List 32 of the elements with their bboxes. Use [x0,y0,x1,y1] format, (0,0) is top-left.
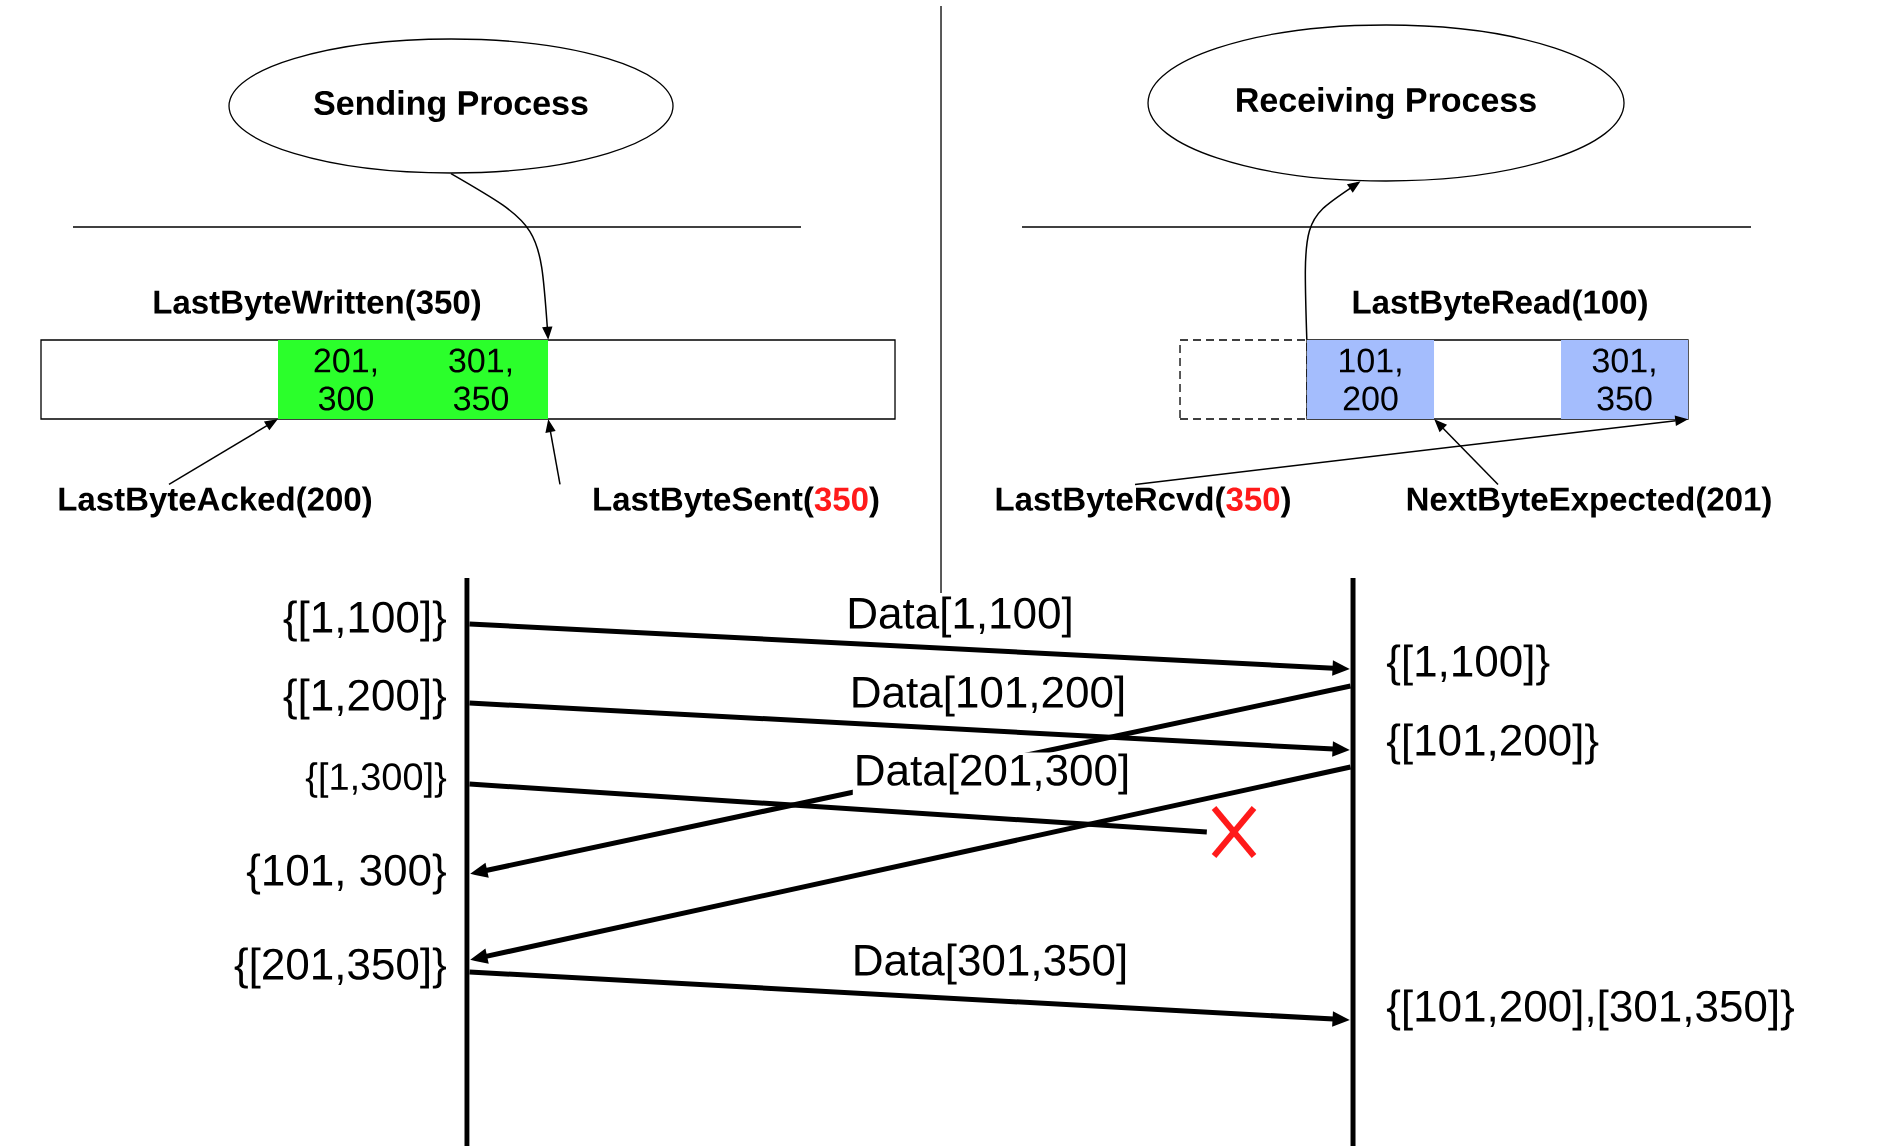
lost-message-line [469,781,1207,835]
pointer-label: LastByteAcked(200) [59,486,372,518]
edge-label: Data[201,300] [852,752,1132,796]
set-label: {[1,100]} [283,600,446,642]
edge-label: Data[1,100] [845,595,1075,639]
edge-label: Data[101,200] [848,674,1128,718]
set-label: {[1,200]} [283,678,446,720]
pointer-arrow [1434,419,1499,486]
timeline-bar [464,578,470,1146]
edge-label: LastByteWritten(350) [151,288,483,322]
dashed-buffer-box [1179,339,1308,420]
loss-cross-mark [1211,806,1257,858]
timeline-bar [1350,578,1356,1146]
set-label: {[1,300]} [305,762,447,798]
pointer-label: LastByteSent(350) [594,486,879,518]
buffer-box [1306,339,1689,420]
set-label: {[1,100]} [1386,644,1550,686]
buffer-cell: 201, 300 [278,340,414,419]
edge-label: LastByteRead(100) [1350,288,1650,322]
buffer-cell: 301, 350 [1561,340,1688,419]
buffer-box [40,339,896,420]
set-label: {[101,200]} [1386,723,1599,765]
node-label: 201, 300 [314,348,377,411]
node-label: 301, 350 [449,348,512,411]
buffer-cell: 301, 350 [414,340,548,419]
set-label: {101, 300} [246,853,446,895]
pointer-label: LastByteRcvd(350) [996,486,1290,518]
edge-label: Data[301,350] [850,942,1130,986]
set-label: {[201,350]} [234,947,446,989]
pointer-label: NextByteExpected(201) [1407,486,1771,518]
buffer-cell: 101, 200 [1307,340,1434,419]
set-label: {[101,200],[301,350]} [1386,989,1794,1031]
